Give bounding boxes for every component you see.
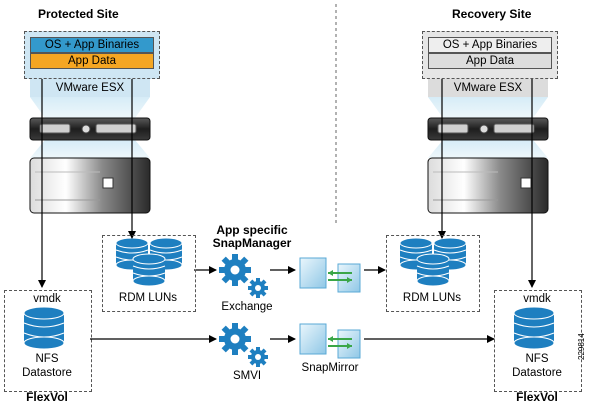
recovery-vmware-esx: VMware ESX [453, 82, 523, 94]
protected-vmware-esx: VMware ESX [55, 82, 125, 94]
recovery-esx-beam [428, 79, 548, 158]
recovery-rdm-label: RDM LUNs [402, 292, 462, 304]
recovery-rdm-luns-icon [399, 237, 467, 287]
recovery-os-binaries: OS + App Binaries [428, 37, 552, 53]
snapmirror-label: SnapMirror [301, 362, 359, 374]
exchange-gear-icon [219, 254, 268, 298]
snapmirror-top-icon [299, 257, 361, 293]
recovery-vmdk-label: vmdk [523, 293, 551, 305]
protected-rdm-label: RDM LUNs [118, 292, 178, 304]
protected-datastore-label: Datastore [22, 367, 72, 379]
recovery-nfs-label: NFS [525, 353, 549, 365]
protected-rdm-box [102, 235, 196, 312]
protected-app-data: App Data [30, 53, 154, 69]
recovery-vm-box: OS + App Binaries App Data [422, 31, 558, 79]
protected-flexvol-label: FlexVol [26, 390, 68, 404]
exchange-label: Exchange [221, 301, 273, 313]
protected-vm-box: OS + App Binaries App Data [24, 31, 160, 79]
recovery-server-icon [427, 117, 549, 141]
recovery-flexvol-label: FlexVol [516, 390, 558, 404]
smvi-gear-icon [219, 323, 268, 367]
protected-os-binaries: OS + App Binaries [30, 37, 154, 53]
protected-esx-beam [30, 79, 150, 158]
protected-nfs-datastore-icon [23, 306, 65, 350]
protected-server-icon [29, 117, 151, 141]
protected-site-title: Protected Site [38, 7, 119, 21]
protected-storage-array-icon [29, 157, 151, 214]
snapmanager-title-line2: SnapManager [212, 236, 292, 250]
snapmirror-bottom-icon [299, 323, 361, 359]
snapmanager-title-line1: App specific [216, 223, 288, 237]
recovery-rdm-box [386, 235, 480, 312]
protected-rdm-luns-icon [115, 237, 183, 287]
smvi-label: SMVI [232, 370, 262, 382]
protected-flexvol-box [4, 290, 92, 392]
recovery-datastore-label: Datastore [512, 367, 562, 379]
figure-id: 229814 [577, 333, 586, 360]
recovery-storage-array-icon [427, 157, 549, 214]
protected-nfs-label: NFS [35, 353, 59, 365]
recovery-app-data: App Data [428, 53, 552, 69]
recovery-nfs-datastore-icon [513, 306, 555, 350]
protected-vmdk-label: vmdk [33, 293, 61, 305]
recovery-site-title: Recovery Site [452, 7, 532, 21]
recovery-flexvol-box [494, 290, 582, 392]
